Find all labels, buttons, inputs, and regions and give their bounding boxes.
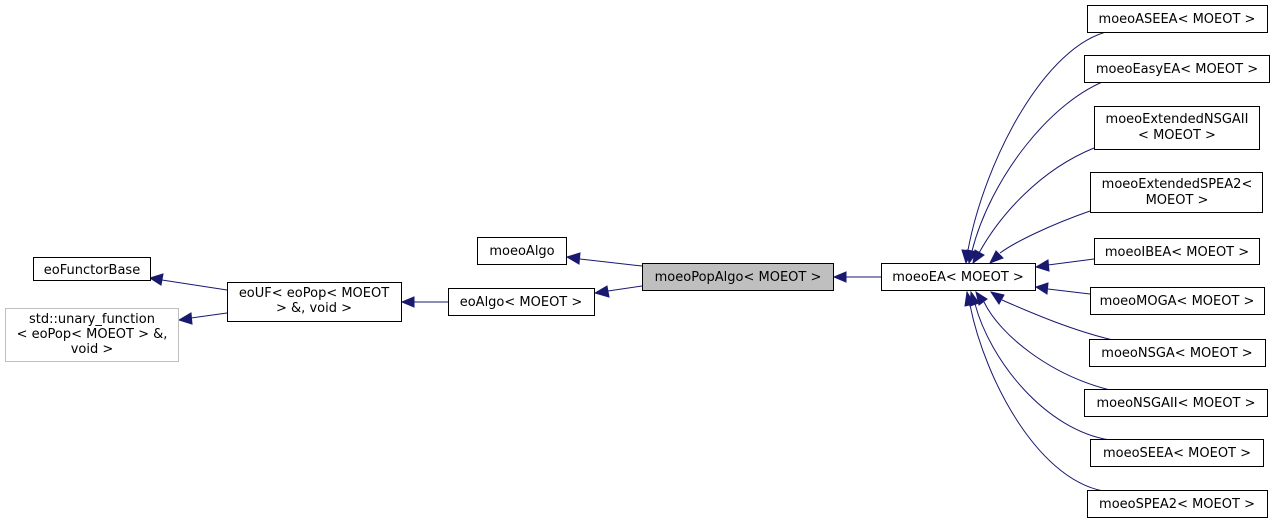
edge-eouf-to-eofunctorbase [148, 273, 228, 291]
edge-moeoibea-to-moeoea [1034, 258, 1095, 272]
node-moeopopalgo-current[interactable]: moeoPopAlgo< MOEOT > [642, 263, 834, 291]
edge-moeoea-to-moeopopalgo [832, 271, 881, 283]
node-moeoeasyea-label: moeoEasyEA< MOEOT > [1096, 62, 1258, 77]
edge-moeoeasyea-to-moeoea [966, 78, 1111, 265]
node-moeoseea[interactable]: moeoSEEA< MOEOT > [1090, 439, 1264, 467]
node-moeonsga[interactable]: moeoNSGA< MOEOT > [1089, 339, 1266, 367]
edge-eoalgo-to-eouf [400, 296, 448, 308]
node-eouf-label-line1: eoUF< eoPop< MOEOT [239, 286, 389, 301]
node-eouf[interactable]: eoUF< eoPop< MOEOT > &, void > [227, 282, 402, 322]
node-moeospea2[interactable]: moeoSPEA2< MOEOT > [1087, 490, 1268, 518]
node-eoalgo-label: eoAlgo< MOEOT > [460, 295, 583, 310]
nodes: eoFunctorBase std::unary_function < eoPo… [5, 5, 1270, 518]
node-moeonsgaii[interactable]: moeoNSGAII< MOEOT > [1084, 389, 1268, 417]
edge-moeopopalgo-to-eoalgo [593, 285, 643, 298]
node-moeoextendedspea2-label-line2: MOEOT > [1146, 193, 1209, 208]
node-moeoseea-label: moeoSEEA< MOEOT > [1103, 446, 1251, 461]
node-moeoextendednsgaii-label-line1: moeoExtendedNSGAII [1106, 112, 1249, 127]
node-moeoaseea-label: moeoASEEA< MOEOT > [1099, 12, 1256, 27]
node-moeoextendednsgaii[interactable]: moeoExtendedNSGAII < MOEOT > [1094, 106, 1260, 150]
node-moeopopalgo-label: moeoPopAlgo< MOEOT > [655, 270, 822, 285]
node-moeoea[interactable]: moeoEA< MOEOT > [881, 263, 1036, 291]
node-moeoextendedspea2-label-line1: moeoExtendedSPEA2< [1102, 177, 1253, 192]
node-moeospea2-label: moeoSPEA2< MOEOT > [1099, 497, 1255, 512]
edge-eouf-to-unary-function [177, 312, 228, 325]
node-moeoalgo[interactable]: moeoAlgo [477, 237, 567, 265]
node-moeomoga-label: moeoMOGA< MOEOT > [1100, 294, 1255, 309]
node-moeoeasyea[interactable]: moeoEasyEA< MOEOT > [1084, 55, 1270, 83]
node-eofunctorbase-label: eoFunctorBase [44, 263, 140, 278]
node-moeoibea[interactable]: moeoIBEA< MOEOT > [1094, 238, 1260, 265]
node-moeoibea-label: moeoIBEA< MOEOT > [1105, 245, 1249, 260]
node-moeoea-label: moeoEA< MOEOT > [892, 270, 1024, 285]
edge-moeoextendednsgaii-to-moeoea [972, 147, 1095, 265]
node-moeoextendedspea2[interactable]: moeoExtendedSPEA2< MOEOT > [1090, 172, 1263, 213]
node-moeomoga[interactable]: moeoMOGA< MOEOT > [1090, 287, 1265, 315]
edge-moeopopalgo-to-moeoalgo [565, 252, 643, 267]
node-std-unary-function-label-line3: void > [71, 342, 114, 357]
edge-moeoextendedspea2-to-moeoea [988, 210, 1091, 264]
edge-moeomoga-to-moeoea [1034, 282, 1091, 295]
node-std-unary-function-label-line1: std::unary_function [29, 312, 155, 327]
node-moeoalgo-label: moeoAlgo [489, 244, 554, 259]
node-eofunctorbase[interactable]: eoFunctorBase [33, 257, 151, 281]
node-eoalgo[interactable]: eoAlgo< MOEOT > [448, 288, 595, 316]
edge-moeonsgaii-to-moeoea [975, 290, 1111, 391]
node-moeoaseea[interactable]: moeoASEEA< MOEOT > [1087, 5, 1268, 33]
node-std-unary-function[interactable]: std::unary_function < eoPop< MOEOT > &, … [5, 308, 179, 362]
edge-moeospea2-to-moeoea [964, 290, 1111, 493]
node-std-unary-function-label-line2: < eoPop< MOEOT > &, [17, 327, 168, 342]
node-moeonsgaii-label: moeoNSGAII< MOEOT > [1096, 396, 1255, 411]
node-eouf-label-line2: > &, void > [276, 301, 352, 316]
node-moeoextendednsgaii-label-line2: < MOEOT > [1138, 128, 1216, 143]
edges [148, 30, 1114, 493]
edge-moeonsga-to-moeoea [989, 291, 1114, 341]
node-moeonsga-label: moeoNSGA< MOEOT > [1101, 346, 1252, 361]
